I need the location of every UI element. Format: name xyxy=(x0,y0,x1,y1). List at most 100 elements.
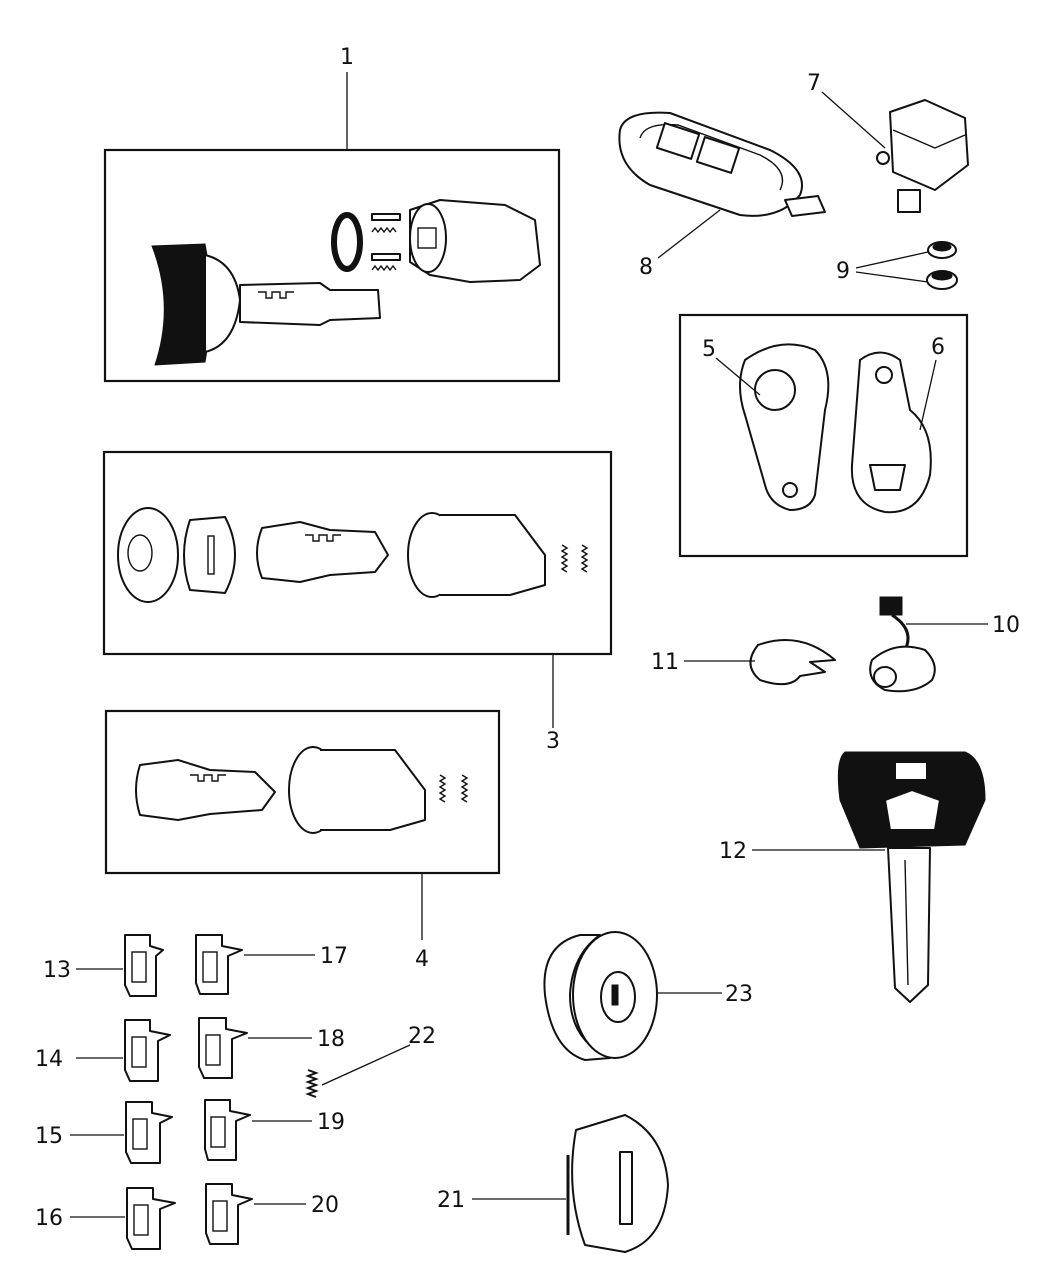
door-cylinder-b-wafers xyxy=(190,774,226,782)
door-lock-cylinder xyxy=(256,521,389,583)
housing-face xyxy=(409,203,447,273)
plug-lower-top xyxy=(931,271,953,281)
door-cylinder-wafers xyxy=(305,534,341,542)
spring-c xyxy=(438,774,447,803)
callout-13: 13 xyxy=(43,958,71,983)
group-4-door-lock xyxy=(104,709,501,875)
callout-17: 17 xyxy=(320,944,348,969)
leader-8 xyxy=(657,209,721,259)
group-3-door-lock-with-cap xyxy=(102,450,613,656)
callout-3: 3 xyxy=(546,729,560,754)
lever-5-hub xyxy=(754,369,796,411)
plug-upper-top xyxy=(932,242,952,252)
callout-20: 20 xyxy=(311,1193,339,1218)
callout-21: 21 xyxy=(437,1188,465,1213)
leader-7 xyxy=(821,91,886,149)
lock-switch xyxy=(869,596,936,693)
tumbler-14 xyxy=(124,1019,171,1082)
ignition-key-bezel xyxy=(204,254,241,353)
callout-19: 19 xyxy=(317,1110,345,1135)
callout-4: 4 xyxy=(415,947,429,972)
fob-key-ring-tab xyxy=(784,195,826,217)
callout-15: 15 xyxy=(35,1124,63,1149)
module-plug xyxy=(897,189,921,213)
cylinder-wafers xyxy=(258,291,294,299)
callout-23: 23 xyxy=(725,982,753,1007)
remote-key-fob xyxy=(618,111,826,217)
lock-cap-large xyxy=(566,1114,669,1253)
pin-lower xyxy=(371,253,401,261)
group-5-6-lock-levers xyxy=(678,313,969,558)
group-1-frame xyxy=(103,148,561,383)
callout-8: 8 xyxy=(639,255,653,280)
retaining-clip xyxy=(749,639,836,686)
switch-wire xyxy=(891,613,910,651)
lever-6-hole xyxy=(875,366,893,384)
leader-9a xyxy=(855,251,929,269)
callout-11: 11 xyxy=(651,650,679,675)
callout-1: 1 xyxy=(340,45,354,70)
fob-button-1 xyxy=(655,122,701,160)
switch-face xyxy=(873,666,897,688)
bezel-rim xyxy=(543,934,611,1061)
tumbler-19 xyxy=(204,1099,251,1161)
door-lock-housing xyxy=(440,514,546,596)
tumbler-spring xyxy=(305,1069,319,1098)
cap-slot xyxy=(619,1151,633,1225)
leader-5 xyxy=(715,357,761,396)
leader-6 xyxy=(919,359,937,431)
group-5-6-frame xyxy=(678,313,969,558)
lock-cap xyxy=(183,516,236,594)
callout-18: 18 xyxy=(317,1027,345,1052)
group-3-frame xyxy=(102,450,613,656)
tumbler-20 xyxy=(205,1183,253,1245)
lock-cap-slot xyxy=(207,535,215,575)
tumbler-16 xyxy=(126,1187,176,1250)
spring-upper xyxy=(371,226,397,234)
lever-5-hole xyxy=(782,482,798,498)
lever-6-cutout xyxy=(869,464,906,491)
callout-5: 5 xyxy=(702,337,716,362)
fob-rim xyxy=(639,123,784,191)
tumbler-15 xyxy=(125,1101,173,1164)
module-edge xyxy=(892,129,966,149)
leader-9b xyxy=(855,271,929,283)
spring-b xyxy=(580,544,589,573)
callout-14: 14 xyxy=(35,1047,63,1072)
spring-d xyxy=(460,774,469,803)
door-lock-cylinder-b xyxy=(135,759,276,821)
key-blade xyxy=(887,847,931,1003)
pin-upper xyxy=(371,213,401,221)
tumbler-set xyxy=(124,934,253,1250)
door-lock-b-housing xyxy=(320,749,426,831)
leader-22 xyxy=(321,1044,411,1086)
callout-7: 7 xyxy=(807,71,821,96)
fob-button-2 xyxy=(695,136,741,174)
group-1-ignition-lock xyxy=(103,148,561,383)
tumbler-17 xyxy=(195,934,243,995)
housing-keyway xyxy=(417,227,437,249)
lock-bezel-hole xyxy=(127,534,153,572)
lock-bezel xyxy=(117,507,179,603)
callout-9: 9 xyxy=(836,259,850,284)
tumbler-13 xyxy=(124,934,164,997)
module-connector xyxy=(876,151,890,165)
spring-a xyxy=(560,544,569,573)
key-chip-window xyxy=(894,761,928,781)
callout-12: 12 xyxy=(719,839,747,864)
callout-22: 22 xyxy=(408,1024,436,1049)
plugs xyxy=(926,241,958,290)
pentastar-logo xyxy=(883,788,942,831)
key-blade-groove xyxy=(904,859,909,986)
receiver-module xyxy=(876,99,969,213)
spring-lower xyxy=(371,264,397,272)
callout-10: 10 xyxy=(992,613,1020,638)
ignition-key-head xyxy=(151,243,216,366)
group-4-frame xyxy=(104,709,501,875)
tumbler-18 xyxy=(198,1017,248,1079)
ignition-cylinder-shaft xyxy=(239,282,381,326)
lock-bezel-large xyxy=(543,931,658,1061)
callout-16: 16 xyxy=(35,1206,63,1231)
callout-6: 6 xyxy=(931,335,945,360)
